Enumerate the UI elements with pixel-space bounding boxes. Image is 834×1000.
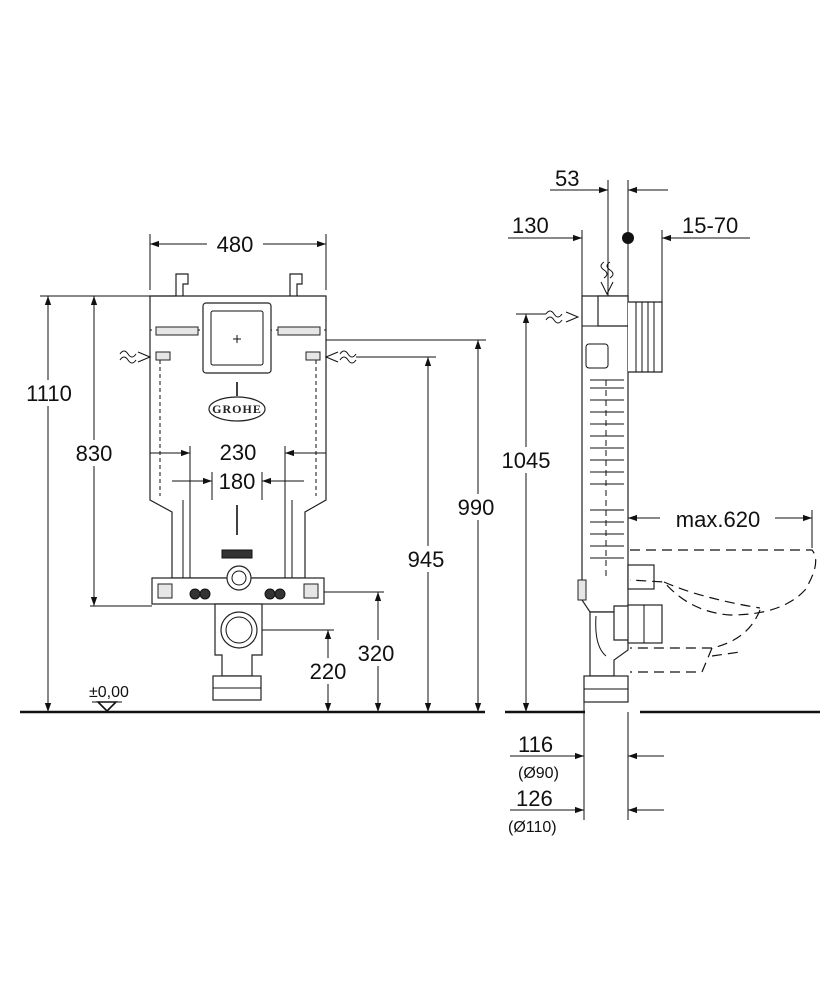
svg-text:830: 830 <box>76 441 113 466</box>
svg-text:220: 220 <box>310 659 347 684</box>
svg-text:126: 126 <box>516 786 553 811</box>
svg-text:(Ø90): (Ø90) <box>518 765 559 782</box>
dim-wall-15-70: 15-70 <box>661 213 750 302</box>
svg-text:480: 480 <box>217 232 254 257</box>
floor-level-label: ±0,00 <box>89 684 129 701</box>
svg-text:53: 53 <box>555 166 579 191</box>
svg-text:1110: 1110 <box>26 381 72 406</box>
dim-depth-53: 53 <box>550 166 668 296</box>
front-waste-pipe <box>212 603 263 701</box>
dim-height-1110: 1110 <box>18 295 176 712</box>
dim-height-830: 830 <box>68 296 152 607</box>
side-wc-bowl <box>629 549 817 673</box>
svg-text:945: 945 <box>408 547 445 572</box>
front-water-inlet-right <box>324 350 357 364</box>
dim-pipe-116: 116 (Ø90) <box>510 702 664 820</box>
svg-text:130: 130 <box>512 213 549 238</box>
svg-text:1045: 1045 <box>502 448 551 473</box>
dim-pipe-126: 126 (Ø110) <box>508 770 664 836</box>
front-water-inlet-left <box>119 350 152 364</box>
dim-height-320: 320 <box>324 591 404 712</box>
floor-level-marker: ±0,00 <box>89 684 129 713</box>
svg-text:990: 990 <box>458 495 495 520</box>
dim-height-990: 990 <box>326 339 502 712</box>
svg-text:320: 320 <box>358 641 395 666</box>
dim-spacing-230: 230 <box>150 440 326 502</box>
svg-text:230: 230 <box>220 440 257 465</box>
side-frame <box>577 295 663 703</box>
svg-text:(Ø110): (Ø110) <box>508 819 557 836</box>
svg-text:max.620: max.620 <box>676 507 760 532</box>
dim-spacing-180: 180 <box>172 469 304 500</box>
svg-text:GROHE: GROHE <box>212 402 262 416</box>
side-water-inlet-left <box>545 310 580 324</box>
wall-reference-dot <box>622 232 634 244</box>
front-frame: GROHE <box>149 273 327 605</box>
side-water-inlet-top <box>600 261 614 296</box>
dim-width-480: 480 <box>149 232 327 290</box>
dim-offset-130: 130 <box>508 213 634 296</box>
grohe-logo: GROHE <box>208 396 266 422</box>
svg-text:180: 180 <box>219 469 256 494</box>
dim-height-220: 220 <box>262 629 354 712</box>
svg-text:116: 116 <box>518 732 553 757</box>
dim-height-945: 945 <box>356 356 454 712</box>
dim-height-1045: 1045 <box>494 313 558 712</box>
dim-projection-max620: max.620 <box>628 506 813 548</box>
svg-text:15-70: 15-70 <box>682 213 738 238</box>
